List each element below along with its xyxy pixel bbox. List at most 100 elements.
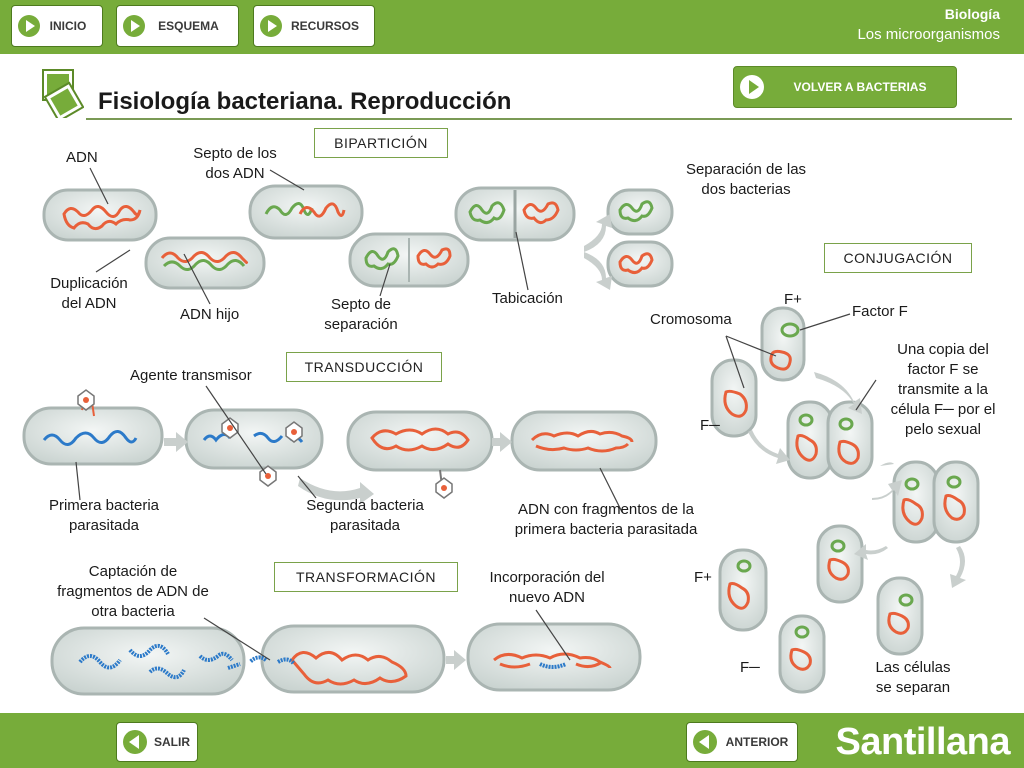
label-septo-separacion: Septo de separación [306,295,416,335]
transformacion-pointers [203,609,571,661]
bottom-bar: SALIR ANTERIOR Santillana [0,713,1024,768]
back-arrow-icon [123,730,147,754]
transduction-cell-3 [346,410,494,499]
inicio-button[interactable]: INICIO [11,5,103,47]
play-icon [18,15,40,37]
play-icon [740,75,764,99]
label-line: dos bacterias [701,181,791,198]
label-cromosoma: Cromosoma [650,311,732,328]
inicio-label: INICIO [49,19,87,33]
label-line: Las células [875,659,951,676]
label-line: fragmentos de ADN de [57,583,209,600]
conjugation-daughter-cells [718,524,924,694]
label-line: del ADN [61,295,117,312]
label-line: primera bacteria parasitada [514,521,698,538]
transduccion-pointers [75,385,623,513]
play-icon [260,15,282,37]
transduction-arrows [164,432,512,504]
santillana-logo: Santillana [835,721,1011,763]
label-line: dos ADN [205,165,265,182]
label-line: pelo sexual [905,421,981,438]
anterior-button[interactable]: ANTERIOR [686,722,798,762]
transduction-cell-2 [184,408,324,487]
recursos-button[interactable]: RECURSOS [253,5,375,47]
title-squares-icon [42,69,84,118]
label-line: factor F se [907,361,979,378]
label-line: Segunda bacteria [306,497,424,514]
binary-fission-stage-4 [348,232,470,288]
transduction-cell-1 [22,389,164,466]
label-incorporacion: Incorporación del nuevo ADN [476,568,618,608]
label-celulas-separan: Las células se separan [860,658,966,698]
label-agente-transmisor: Agente transmisor [130,367,252,384]
label-line: transmite a la [897,381,989,398]
label-adn-hijo: ADN hijo [180,306,240,323]
page-title: Fisiología bacteriana. Reproducción [98,88,512,115]
subject-topic: Los microorganismos [857,26,1000,43]
label-line: ADN con fragmentos de la [518,501,694,518]
conjugation-cell-fplus-1 [760,306,806,382]
binary-fission-stage-3 [248,184,364,240]
label-f-minus-top: F─ [700,417,720,434]
salir-button[interactable]: SALIR [116,722,198,762]
label-factor-f: Factor F [852,303,908,320]
conjugacion-section-label: CONJUGACIÓN [824,243,972,273]
label-adn: ADN [66,149,98,166]
binary-fission-stage-1 [42,188,158,242]
volver-bacterias-button[interactable]: VOLVER A BACTERIAS [733,66,957,108]
label-line: se separan [875,679,951,696]
label-duplicacion-adn: Duplicación del ADN [34,274,144,314]
binary-fission-daughter-bottom [606,240,674,288]
conjugacion-pointers [725,313,877,411]
label-line: Primera bacteria [48,497,160,514]
salir-label: SALIR [154,735,190,749]
biparticion-section-label: BIPARTICIÓN [314,128,448,158]
label-line: Incorporación del [489,569,605,586]
label-f-minus-bottom: F─ [740,659,760,676]
label-line: célula F─ por el [890,401,996,418]
label-line: Septo de [330,296,392,313]
top-bar: INICIO ESQUEMA RECURSOS Biología Los mic… [0,0,1024,54]
conjugation-arrows [748,372,966,588]
label-f-plus-bottom: F+ [694,569,712,586]
label-captacion: Captación de fragmentos de ADN de otra b… [44,562,222,622]
label-septo-dos-adn: Septo de los dos ADN [174,144,296,184]
label-line: separación [324,316,398,333]
label-primera-bacteria: Primera bacteria parasitada [30,496,178,536]
subject-heading: Biología Los microorganismos [857,6,1000,43]
binary-fission-daughter-top [606,188,674,236]
title-divider [86,118,1012,120]
esquema-button[interactable]: ESQUEMA [116,5,239,47]
label-line: nuevo ADN [509,589,585,606]
transformation-cell-2 [248,624,446,694]
subject-name: Biología [944,6,1000,22]
binary-fission-stage-5 [454,186,576,242]
label-adn-fragmentos: ADN con fragmentos de la primera bacteri… [494,500,718,540]
label-separacion-bacterias: Separación de las dos bacterias [670,160,822,200]
biparticion-pointers [89,167,529,305]
esquema-label: ESQUEMA [158,19,219,33]
transformation-cell-3 [466,622,642,692]
label-line: parasitada [68,517,140,534]
recursos-label: RECURSOS [290,19,359,33]
volver-bacterias-label: VOLVER A BACTERIAS [793,80,927,94]
transduction-cell-4 [510,410,658,472]
label-segunda-bacteria: Segunda bacteria parasitada [290,496,440,536]
anterior-label: ANTERIOR [725,735,789,749]
transformation-cell-1 [50,626,246,696]
conjugation-pair-separating [892,460,980,544]
play-icon [123,15,145,37]
label-line: Captación de [88,563,178,580]
binary-fission-stage-2 [144,236,266,290]
label-line: otra bacteria [91,603,175,620]
conjugation-pair [786,400,874,480]
transformacion-section-label: TRANSFORMACIÓN [274,562,458,592]
label-line: Septo de los [193,145,277,162]
back-arrow-icon [693,730,717,754]
label-line: parasitada [329,517,401,534]
label-line: Una copia del [897,341,989,358]
label-tabicacion: Tabicación [492,290,563,307]
binary-fission-arrows [584,214,612,290]
transduccion-section-label: TRANSDUCCIÓN [286,352,442,382]
label-line: Separación de las [685,161,807,178]
